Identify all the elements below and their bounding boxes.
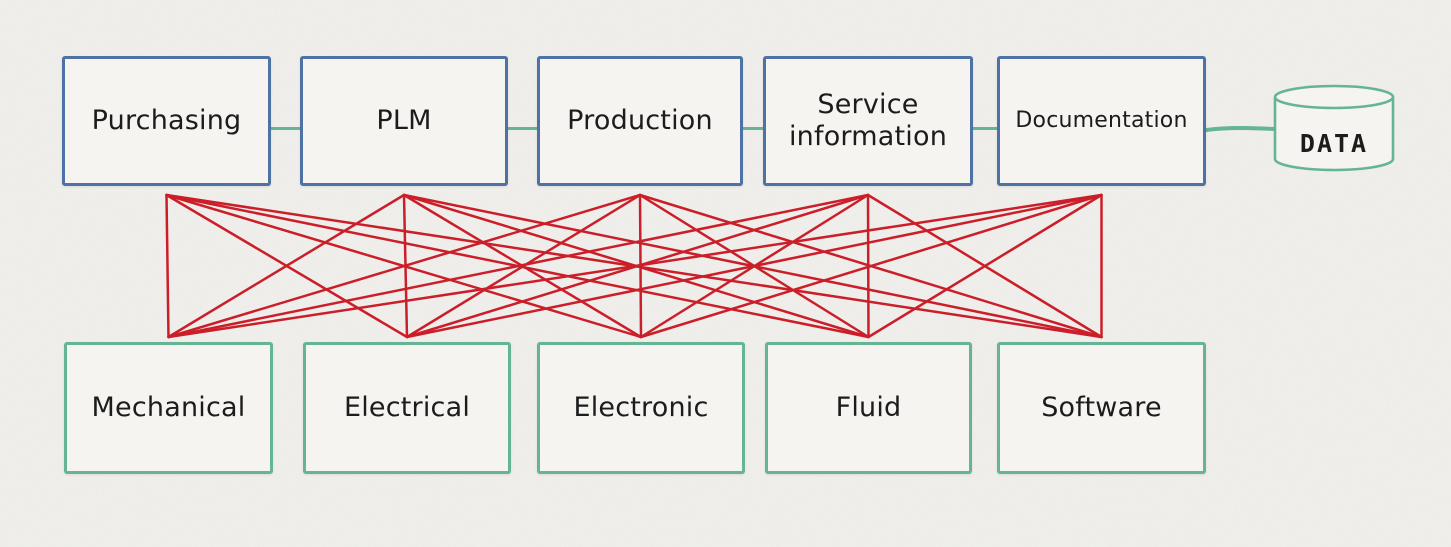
cross-link-line: [167, 193, 642, 339]
box-label: Purchasing: [91, 105, 242, 137]
cross-link-line: [405, 193, 1103, 339]
domain-box-software: Software: [997, 342, 1206, 474]
domain-box-mechanical: Mechanical: [64, 342, 273, 474]
box-label: Electronic: [573, 392, 709, 424]
cross-link-lines-group: [165, 193, 1103, 339]
cross-link-line: [167, 193, 1103, 339]
cross-link-line: [167, 193, 870, 339]
cross-link-line: [165, 193, 170, 339]
database-label: DATA: [1300, 129, 1368, 158]
box-label: Electrical: [343, 392, 471, 424]
process-box-plm: PLM: [300, 56, 508, 186]
box-label: Production: [567, 105, 713, 137]
domain-box-electronic: Electronic: [537, 342, 745, 474]
domain-box-electrical: Electrical: [303, 342, 511, 474]
database-cylinder-icon: DATA: [1273, 84, 1395, 172]
box-label: Mechanical: [91, 392, 246, 424]
box-label: Documentation: [1015, 108, 1188, 134]
chain-connectors-group: [269, 126, 1277, 132]
cross-link-line: [167, 193, 406, 339]
cross-link-line: [639, 193, 1103, 339]
box-label: Service information: [788, 89, 948, 152]
cross-link-line: [867, 193, 1103, 339]
box-label: PLM: [376, 105, 432, 137]
domain-box-fluid: Fluid: [765, 342, 972, 474]
process-box-service-information: Service information: [763, 56, 973, 186]
database-cylinder-top: [1273, 84, 1395, 110]
database-cylinder-body: [1273, 97, 1395, 172]
box-label: Fluid: [835, 392, 902, 424]
process-box-purchasing: Purchasing: [62, 56, 271, 186]
process-box-production: Production: [537, 56, 743, 186]
process-box-documentation: Documentation: [997, 56, 1206, 186]
database-connector-line: [1204, 126, 1277, 132]
box-label: Software: [1041, 392, 1162, 424]
